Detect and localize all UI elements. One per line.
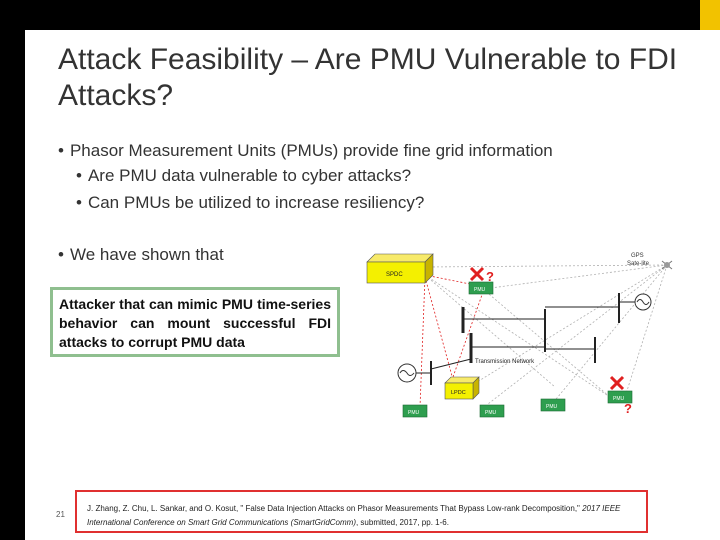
pmu-network-diagram: SPDC LPDC PMU PMU PMU PMU PMU GPS Sate-l…: [345, 237, 690, 452]
pmu-body: [479, 404, 505, 418]
accent-block: [700, 0, 720, 30]
pmu-label: PMU: [474, 287, 486, 293]
pmu-label: PMU: [408, 410, 420, 416]
gps-satellite-icon: [661, 260, 673, 270]
spdc-top: [366, 253, 434, 263]
link-line: [424, 274, 556, 388]
spdc-label: SPDC: [386, 272, 403, 278]
attacker-callout: Attacker that can mimic PMU time-series …: [50, 287, 340, 357]
bullet-sub-1-text: Are PMU data vulnerable to cyber attacks…: [87, 166, 412, 185]
pmu-bottom-center: PMU: [479, 404, 505, 418]
pmu-label: PMU: [613, 396, 625, 402]
pmu-body: [402, 404, 428, 418]
satellite-body: [664, 262, 670, 268]
lpdc-box: LPDC: [444, 376, 480, 400]
link-line: [468, 264, 668, 388]
pmu-label: PMU: [546, 404, 558, 410]
pmu-top: PMU: [468, 281, 494, 295]
bullet-dot: •: [58, 245, 64, 264]
x-mark-stroke: [609, 375, 625, 391]
top-bar: [0, 0, 720, 30]
generator-wave: [399, 370, 415, 376]
pmu-label: PMU: [485, 410, 497, 416]
bullet-dot: •: [58, 141, 64, 160]
bullet-main-text: Phasor Measurement Units (PMUs) provide …: [69, 141, 553, 160]
communication-links: [424, 264, 668, 405]
question-mark-icon: ?: [624, 401, 632, 416]
attack-link-line: [424, 276, 456, 388]
lpdc-front: [444, 382, 474, 400]
link-line: [482, 264, 668, 290]
attack-link-line: [452, 291, 484, 378]
bullet-sub-2: • Can PMUs be utilized to increase resili…: [76, 193, 424, 213]
bus-line: [430, 358, 472, 370]
attack-links: [419, 274, 484, 408]
pmu-body: [607, 390, 633, 404]
generator-left-icon: [397, 363, 417, 383]
pmu-body: [468, 281, 494, 295]
transmission-network-label: Transmission Network: [475, 359, 535, 365]
link-line: [624, 264, 668, 398]
transmission-buses: [415, 293, 637, 385]
lpdc-label: LPDC: [451, 390, 466, 396]
spdc-box: SPDC: [366, 253, 434, 284]
bullet-sub-1: • Are PMU data vulnerable to cyber attack…: [76, 166, 411, 186]
gps-label: GPS: [631, 253, 644, 259]
generator-right-icon: [634, 293, 652, 311]
callout-text: Attacker that can mimic PMU time-series …: [59, 296, 331, 350]
generator-wave: [636, 299, 650, 305]
attack-marker-top: ?: [469, 266, 494, 284]
attack-link-line: [419, 276, 426, 408]
attack-link-line: [424, 274, 476, 286]
left-bar: [0, 30, 25, 540]
citation-box: J. Zhang, Z. Chu, L. Sankar, and O. Kosu…: [75, 490, 648, 533]
bullet-shown-text: We have shown that: [69, 245, 224, 264]
x-mark-stroke: [469, 266, 485, 282]
pmu-bottom-right: PMU: [540, 398, 566, 412]
link-line: [424, 274, 611, 398]
pmu-bottom-left: PMU: [402, 404, 428, 418]
attack-marker-right: ?: [609, 375, 632, 416]
question-mark-icon: ?: [486, 269, 494, 284]
pmu-far-right: PMU: [607, 390, 633, 404]
gps-label-2: Sate-lite: [627, 261, 650, 267]
bullet-sub-2-text: Can PMUs be utilized to increase resilie…: [87, 193, 425, 212]
citation-text: J. Zhang, Z. Chu, L. Sankar, and O. Kosu…: [87, 504, 583, 513]
page-number: 21: [56, 510, 65, 519]
bullet-main: • Phasor Measurement Units (PMUs) provide…: [58, 141, 553, 161]
bullet-shown: • We have shown that: [58, 245, 224, 265]
bullet-dot: •: [76, 193, 82, 212]
spdc-front: [366, 261, 426, 284]
slide-title: Attack Feasibility – Are PMU Vulnerable …: [58, 43, 678, 112]
pmu-body: [540, 398, 566, 412]
link-line: [487, 264, 668, 405]
bullet-dot: •: [76, 166, 82, 185]
citation-venue: 2017 IEEE International Conference on Sm…: [87, 504, 621, 527]
citation-text-end: , submitted, 2017, pp. 1-6.: [355, 518, 449, 527]
link-line: [424, 264, 668, 268]
